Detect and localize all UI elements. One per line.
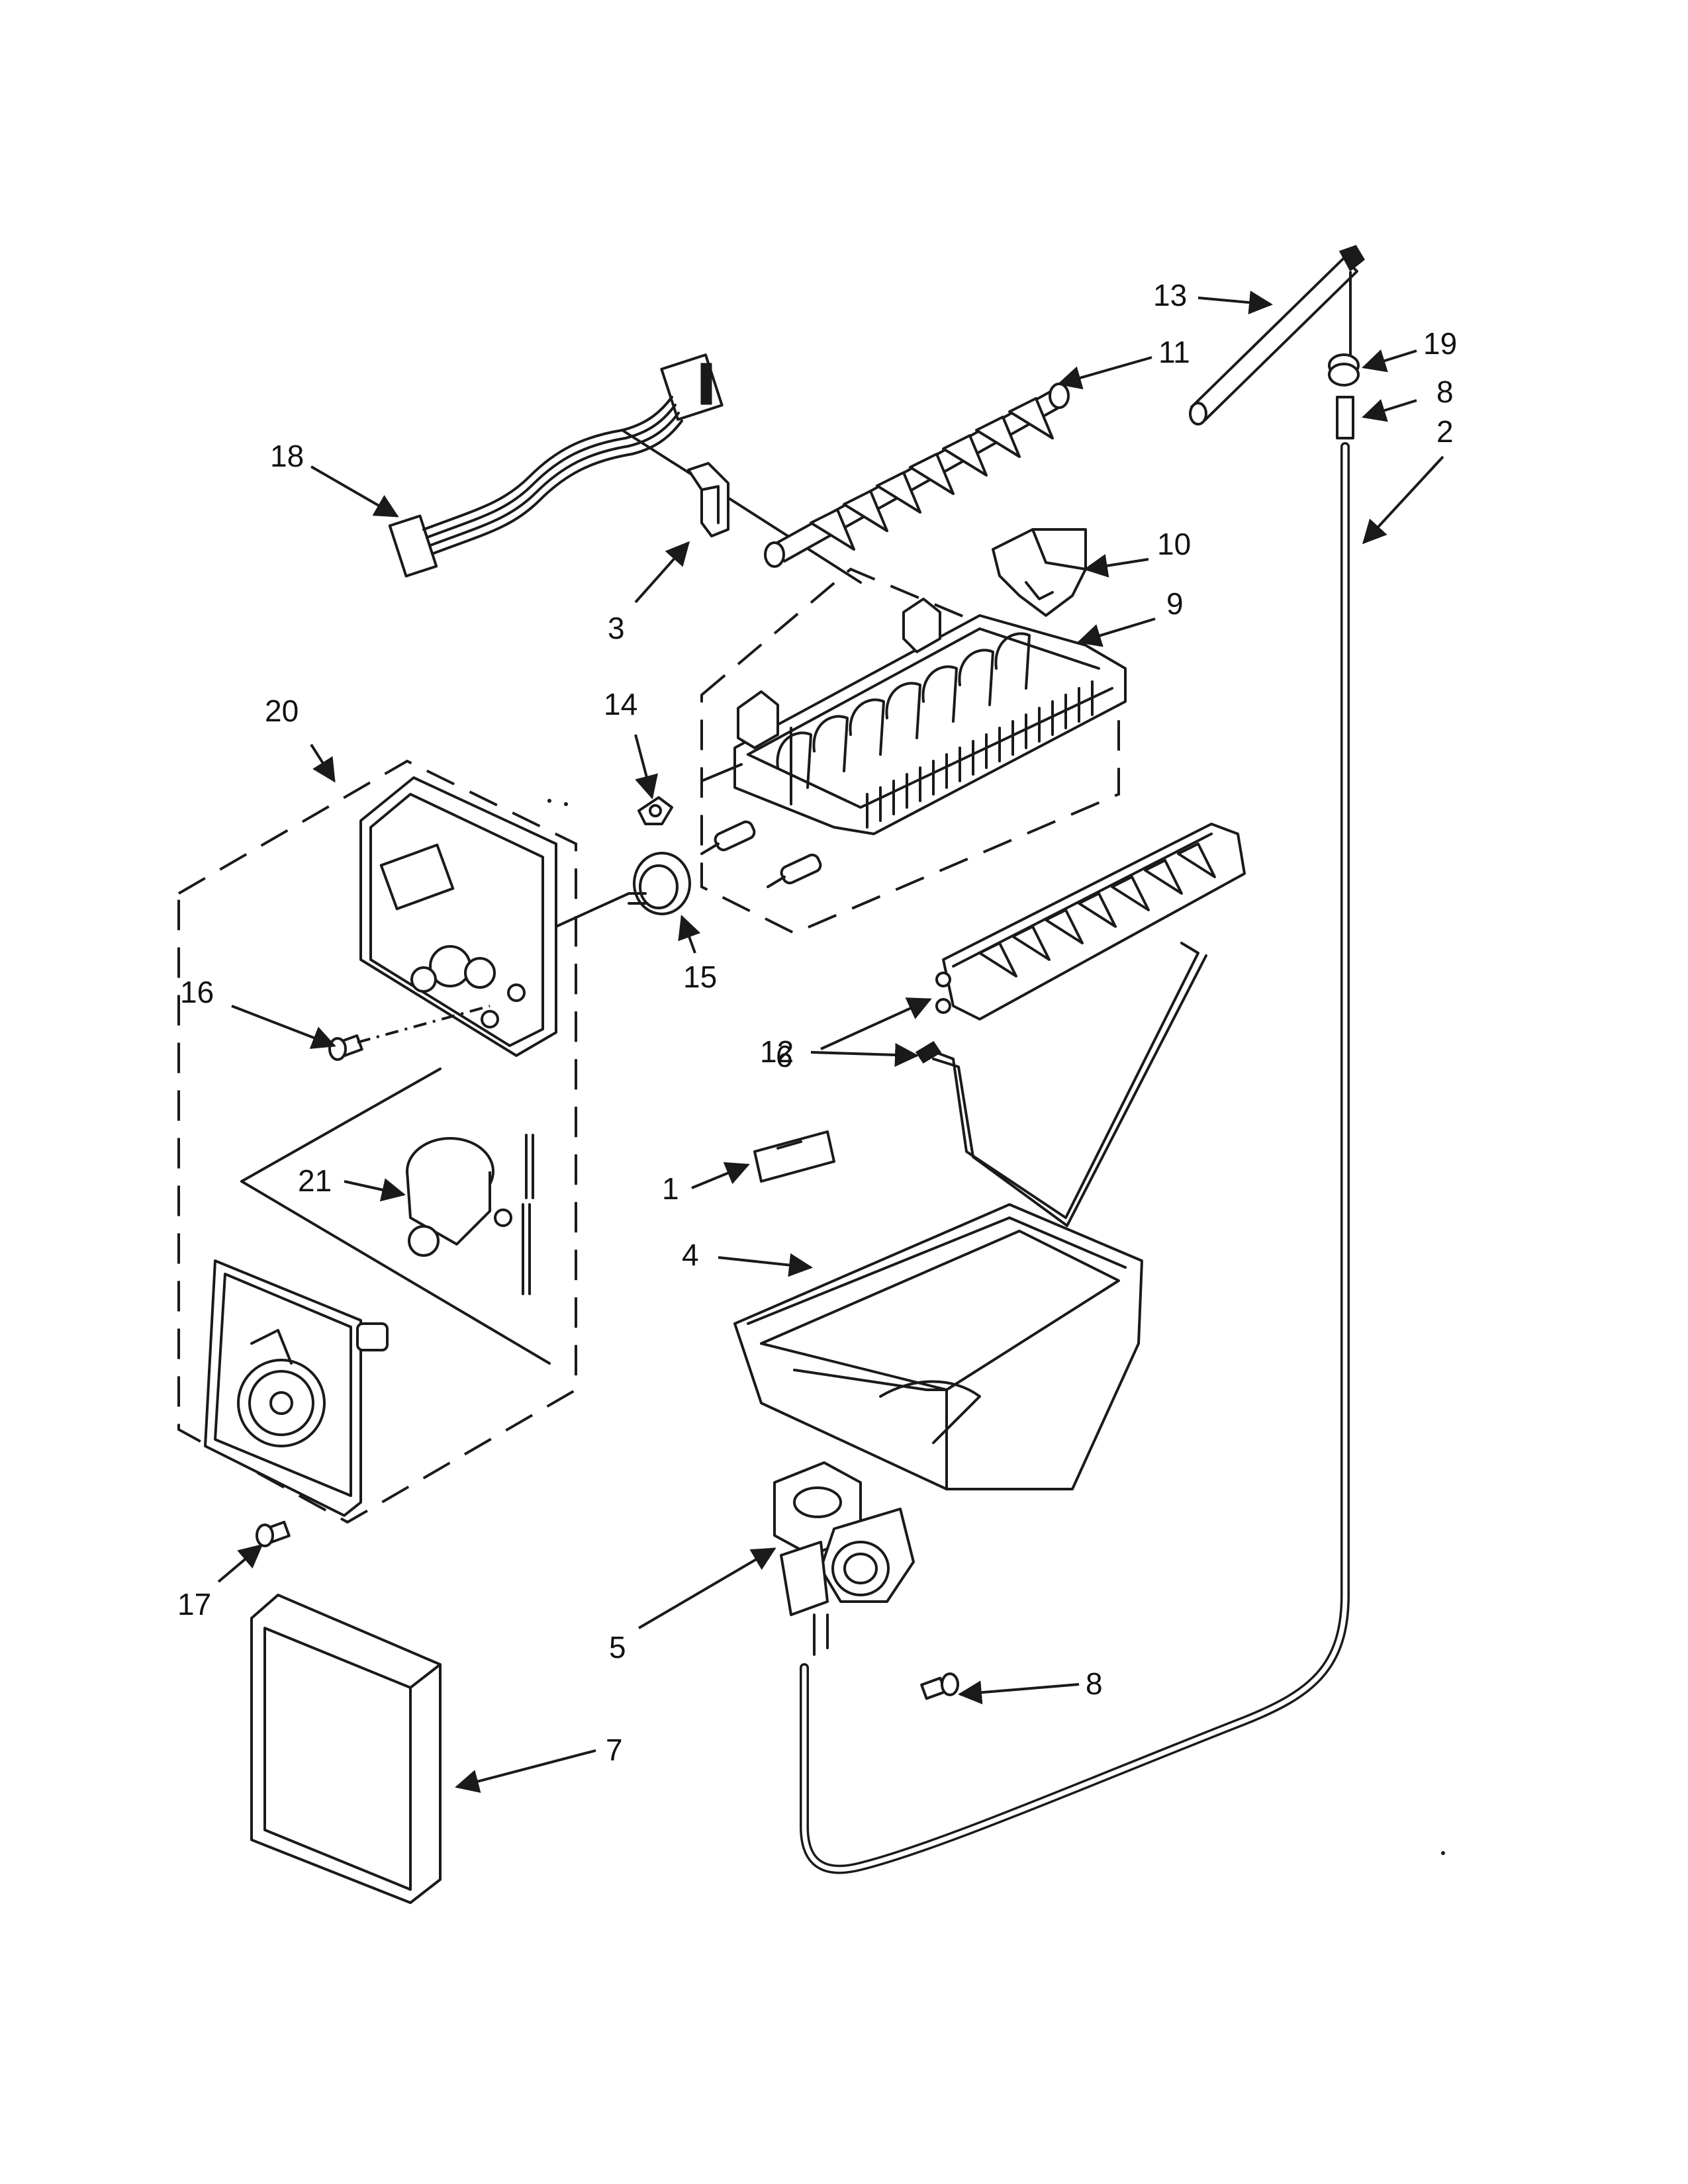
valve-screw-part — [920, 1672, 959, 1700]
scan-specks — [547, 799, 1445, 1855]
callout-13: 13 — [1153, 278, 1187, 312]
callout-5: 5 — [609, 1630, 626, 1664]
callout-14: 14 — [604, 687, 637, 721]
callout-3: 3 — [608, 611, 625, 645]
shutoff-arm-part — [915, 942, 1207, 1227]
faceplate-screw-part — [256, 1520, 291, 1547]
ice-mold-part — [700, 598, 1127, 888]
callout-18: 18 — [270, 439, 304, 473]
water-tube-part — [800, 442, 1350, 1874]
callout-21: 21 — [298, 1163, 332, 1198]
callout-20: 20 — [265, 694, 299, 728]
fill-tube-part — [1189, 245, 1365, 426]
clip-part — [687, 462, 729, 537]
callout-9: 9 — [1166, 586, 1184, 621]
callout-4: 4 — [682, 1238, 699, 1272]
callout-7: 7 — [606, 1733, 623, 1767]
ice-bin-part — [733, 1203, 1143, 1490]
control-faceplate-part — [204, 1259, 389, 1517]
callout-2: 2 — [1436, 414, 1454, 449]
bracket-part — [992, 528, 1087, 617]
shield-part — [753, 1130, 835, 1183]
motor-part — [240, 1068, 551, 1365]
leader-lines — [217, 291, 1444, 1794]
ejector-part — [764, 383, 1070, 568]
thermostat-part — [555, 852, 691, 928]
ice-stripper-part — [935, 823, 1246, 1021]
control-housing-part — [359, 776, 557, 1057]
front-cover-part — [250, 1594, 442, 1904]
housing-screw-part — [328, 1005, 491, 1061]
callout-8-lower: 8 — [1086, 1666, 1103, 1701]
callout-8-upper: 8 — [1436, 375, 1454, 409]
callout-15: 15 — [683, 960, 717, 994]
sleeve-part — [1336, 396, 1354, 439]
callout-17: 17 — [177, 1587, 211, 1621]
callout-labels: 13 11 19 8 2 18 3 10 9 14 20 15 16 12 6 … — [177, 278, 1457, 1767]
grommet-part — [1328, 271, 1360, 387]
thermostat-clip-part — [637, 796, 673, 825]
wire-harness-part — [388, 353, 862, 584]
callout-11: 11 — [1158, 335, 1190, 369]
water-valve-part — [773, 1461, 915, 1656]
callout-12: 12 — [760, 1034, 794, 1069]
icemaker-assembly-dashed-outline — [700, 567, 1120, 935]
control-module-dashed-outline — [177, 759, 577, 1524]
callout-19: 19 — [1423, 326, 1457, 361]
callout-1: 1 — [662, 1171, 679, 1206]
callout-6: 6 — [776, 1039, 793, 1073]
callout-16: 16 — [180, 975, 214, 1009]
callout-10: 10 — [1157, 527, 1191, 561]
